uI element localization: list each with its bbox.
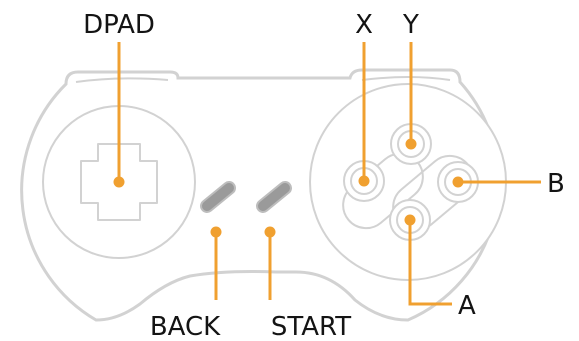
label-a: A: [458, 291, 476, 321]
label-back: BACK: [150, 312, 221, 341]
label-y: Y: [402, 10, 419, 40]
b-callout-dot: [452, 176, 464, 188]
back-button[interactable]: [200, 181, 236, 213]
x-callout-dot: [358, 175, 370, 187]
left-shoulder-line: [75, 77, 169, 83]
y-callout-dot: [405, 138, 417, 150]
dpad-callout-dot: [113, 176, 125, 188]
a-callout-line: [408, 220, 452, 306]
right-shoulder-line: [361, 76, 451, 81]
label-x: X: [355, 10, 373, 40]
start-callout-dot: [264, 226, 276, 238]
a-callout-dot: [404, 214, 416, 226]
back-callout-dot: [210, 226, 222, 238]
label-start: START: [271, 312, 351, 341]
label-b: B: [547, 169, 565, 199]
label-dpad: DPAD: [83, 10, 155, 40]
start-button[interactable]: [256, 181, 292, 213]
